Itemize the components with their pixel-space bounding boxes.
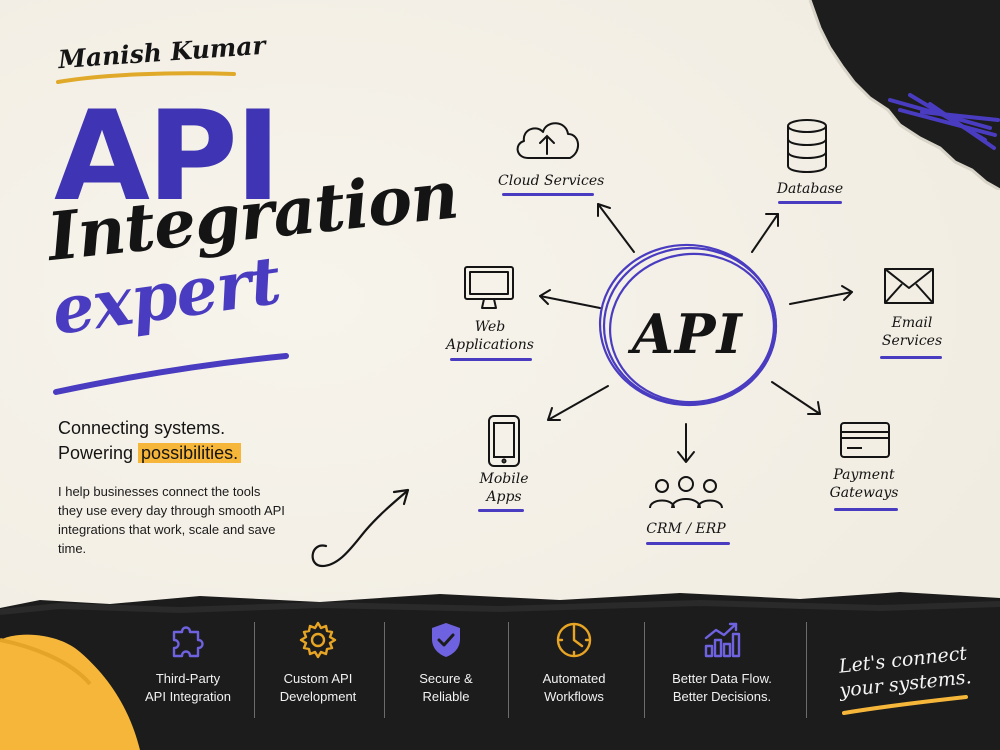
node-underline-payment (834, 508, 898, 511)
node-label-payment-line2: Gateways (829, 485, 899, 501)
feature-third-party-line1: Third-Party (155, 671, 221, 686)
node-underline-database (778, 201, 842, 204)
node-underline-cloud (502, 193, 594, 196)
node-label-email-line1: Email (891, 315, 933, 331)
tagline-line1: Connecting systems. (58, 418, 226, 438)
tagline-line2: Powering possibilities. (58, 441, 242, 466)
smartphone-icon (488, 415, 520, 467)
torn-paper-corner (808, 0, 1000, 190)
envelope-icon (884, 268, 934, 304)
node-underline-web (450, 358, 532, 361)
tagline: Connecting systems. Powering possibiliti… (58, 416, 242, 466)
gear-icon (299, 621, 337, 659)
node-underline-crm (646, 542, 730, 545)
feature-divider (384, 622, 385, 718)
feature-data-flow: Better Data Flow. Better Decisions. (662, 620, 782, 706)
users-icon (649, 476, 723, 509)
feature-divider (254, 622, 255, 718)
feature-divider (508, 622, 509, 718)
node-label-database: Database (776, 181, 844, 197)
tagline-highlight: possibilities. (138, 443, 242, 463)
tagline-prefix: Powering (58, 443, 139, 463)
author-underline (56, 71, 236, 84)
feature-secure-line2: Reliable (422, 689, 470, 704)
feature-custom-api: Custom API Development (258, 620, 378, 706)
node-label-web-line1: Web (474, 319, 506, 335)
node-label-email: Email Services (862, 314, 962, 350)
monitor-icon (464, 266, 514, 309)
clock-icon (556, 622, 592, 658)
node-label-mobile: Mobile Apps (454, 470, 554, 506)
node-label-email-line2: Services (881, 333, 943, 349)
feature-secure-line1: Secure & (419, 671, 473, 686)
database-icon (787, 119, 827, 173)
feature-secure: Secure & Reliable (386, 620, 506, 706)
bar-chart-icon (704, 622, 741, 658)
description: I help businesses connect the tools they… (58, 484, 285, 556)
node-label-web-line2: Applications (446, 337, 534, 353)
cta-underline (842, 695, 968, 715)
puzzle-icon (172, 626, 204, 658)
credit-card-icon (840, 422, 890, 458)
yellow-paint-splash (0, 634, 140, 750)
feature-third-party: Third-Party API Integration (128, 620, 248, 706)
feature-data-flow-label: Better Data Flow. Better Decisions. (662, 670, 782, 706)
curly-arrow-icon (311, 488, 410, 568)
bottom-band (0, 592, 1000, 750)
expert-underline (53, 353, 289, 395)
node-label-cloud: Cloud Services (498, 173, 605, 189)
feature-data-flow-line2: Better Decisions. (672, 689, 772, 704)
feature-divider (806, 622, 807, 718)
feature-automated-line1: Automated (542, 671, 606, 686)
feature-third-party-label: Third-Party API Integration (128, 670, 248, 706)
feature-secure-label: Secure & Reliable (386, 670, 506, 706)
node-label-mobile-line1: Mobile (479, 471, 529, 487)
node-label-payment: Payment Gateways (814, 466, 914, 502)
shield-check-icon (432, 623, 460, 657)
node-label-web: Web Applications (440, 318, 540, 354)
feature-data-flow-line1: Better Data Flow. (672, 671, 772, 686)
node-underline-email (880, 356, 942, 359)
feature-custom-api-line2: Development (279, 689, 357, 704)
feature-automated-label: Automated Workflows (514, 670, 634, 706)
feature-custom-api-label: Custom API Development (258, 670, 378, 706)
feature-automated: Automated Workflows (514, 620, 634, 706)
feature-divider (644, 622, 645, 718)
feature-automated-line2: Workflows (544, 689, 604, 704)
node-underline-mobile (478, 509, 524, 512)
api-center-label: API (632, 302, 743, 366)
node-label-mobile-line2: Apps (486, 489, 522, 505)
feature-third-party-line2: API Integration (145, 689, 231, 704)
cloud-upload-icon (516, 122, 579, 159)
feature-custom-api-line1: Custom API (283, 671, 353, 686)
title-api: API (54, 85, 281, 229)
node-label-crm: CRM / ERP (646, 521, 726, 537)
node-label-payment-line1: Payment (833, 467, 895, 483)
